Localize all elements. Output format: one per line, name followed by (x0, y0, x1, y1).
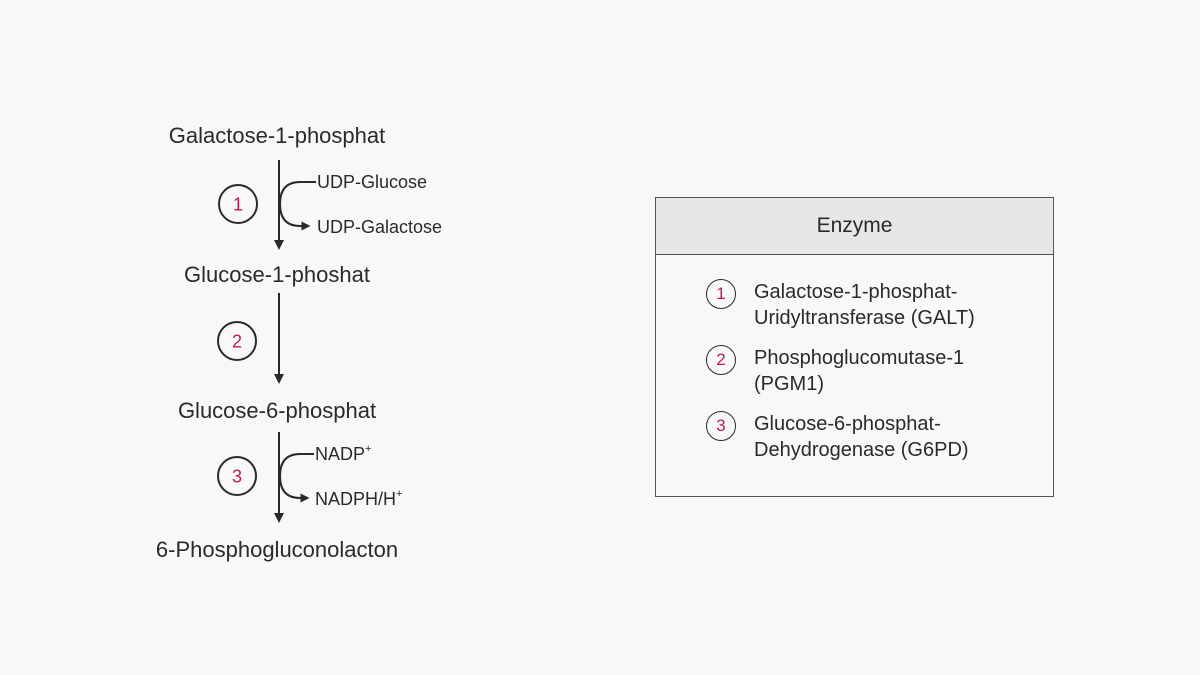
step-number-circle-2 (217, 321, 257, 361)
cofactor-curve-step-1 (278, 181, 316, 231)
metabolite-galactose-1-phosphat: Galactose-1-phosphat (169, 123, 385, 148)
enzyme-number-1: 1 (706, 279, 736, 309)
step-number-circle-1 (218, 184, 258, 224)
cofactor-nadph: NADPH/H+ (315, 488, 402, 509)
step-number-1: 1 (233, 195, 243, 215)
enzyme-table-header: Enzyme (656, 198, 1053, 255)
enzyme-name-line-1: Glucose-6-phosphat- (754, 413, 941, 435)
enzyme-table-title: Enzyme (816, 214, 893, 237)
step-number-circle-3 (217, 456, 257, 496)
enzyme-item-g6pd: 3 Glucose-6-phosphat- Dehydrogenase (G6P… (706, 411, 1053, 463)
enzyme-number-3: 3 (706, 411, 736, 441)
cofactor-curve-step-3 (278, 453, 314, 503)
metabolite-glucose-6-phosphat: Glucose-6-phosphat (178, 398, 376, 423)
enzyme-name-line-2: (PGM1) (754, 373, 824, 395)
enzyme-legend-table: Enzyme 1 Galactose-1-phosphat- Uridyltra… (655, 197, 1054, 497)
cofactor-udp-glucose: UDP-Glucose (317, 172, 427, 192)
enzyme-name-line-2: Uridyltransferase (GALT) (754, 307, 975, 329)
enzyme-name-galt: Galactose-1-phosphat- Uridyltransferase … (754, 279, 975, 331)
enzyme-name-line-1: Galactose-1-phosphat- (754, 281, 958, 303)
metabolite-6-phosphogluconolacton: 6-Phosphogluconolacton (156, 537, 398, 562)
cofactor-nadp: NADP+ (315, 443, 371, 464)
enzyme-name-line-1: Phosphoglucomutase-1 (754, 347, 965, 369)
step-number-2: 2 (232, 332, 242, 352)
step-number-3: 3 (232, 467, 242, 487)
metabolite-glucose-1-phoshat: Glucose-1-phoshat (184, 262, 370, 287)
enzyme-name-pgm1: Phosphoglucomutase-1 (PGM1) (754, 345, 964, 397)
enzyme-number-2: 2 (706, 345, 736, 375)
enzyme-name-line-2: Dehydrogenase (G6PD) (754, 439, 969, 461)
enzyme-name-g6pd: Glucose-6-phosphat- Dehydrogenase (G6PD) (754, 411, 969, 463)
enzyme-item-galt: 1 Galactose-1-phosphat- Uridyltransferas… (706, 279, 1053, 331)
enzyme-item-pgm1: 2 Phosphoglucomutase-1 (PGM1) (706, 345, 1053, 397)
cofactor-udp-galactose: UDP-Galactose (317, 217, 442, 237)
enzyme-list: 1 Galactose-1-phosphat- Uridyltransferas… (656, 255, 1053, 463)
